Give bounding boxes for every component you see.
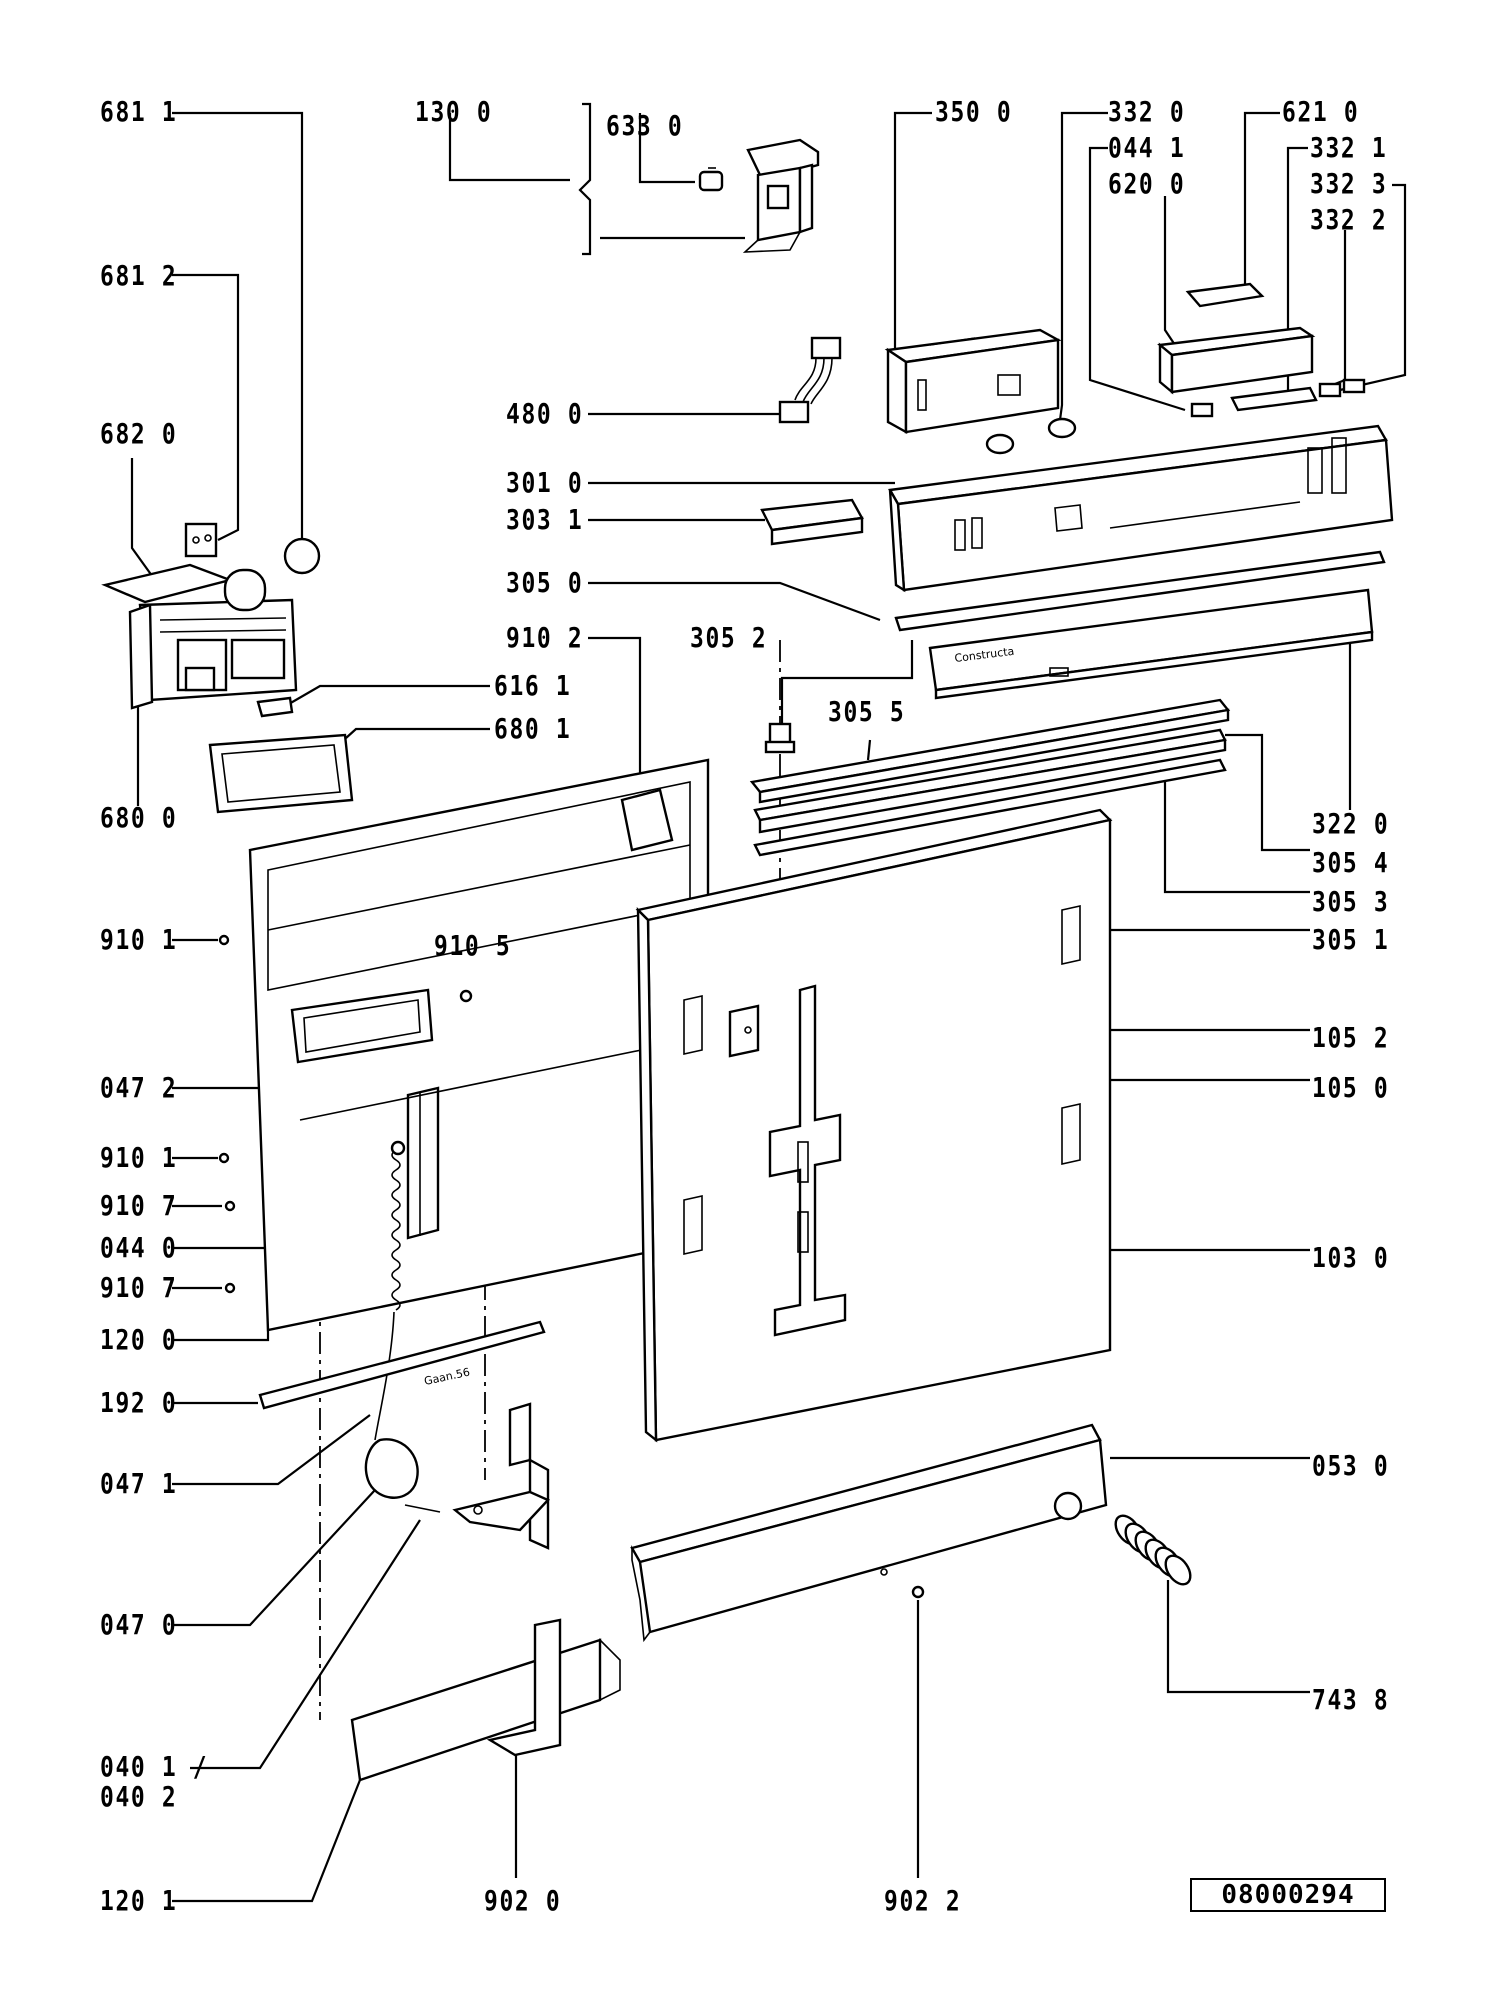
part-305-4-rail: [753, 728, 1227, 834]
label-322-0: 322 0: [1312, 807, 1390, 840]
label-305-2: 305 2: [690, 621, 768, 654]
label-044-0: 044 0: [100, 1231, 178, 1264]
label-120-1: 120 1: [100, 1884, 178, 1917]
label-681-2: 681 2: [100, 259, 178, 292]
part-910-7-screw-lower: [224, 1282, 236, 1294]
label-305-4: 305 4: [1312, 846, 1390, 879]
part-902-2-screw: [911, 1585, 925, 1599]
part-332-1-keycaps: [1230, 386, 1318, 412]
part-040-hinge-bracket: [452, 1402, 551, 1550]
part-332-0-knob: [985, 433, 1015, 455]
label-910-1-lower: 910 1: [100, 1141, 178, 1174]
label-305-3: 305 3: [1312, 885, 1390, 918]
rail-mark: Gaan.56: [423, 1366, 471, 1388]
part-680-1-gasket: [208, 733, 354, 814]
label-910-1: 910 1: [100, 923, 178, 956]
label-902-2: 902 2: [884, 1884, 962, 1917]
label-682-0: 682 0: [100, 417, 178, 450]
part-682-0-dispenser: [101, 563, 298, 710]
label-332-3: 332 3: [1310, 167, 1388, 200]
label-305-1: 305 1: [1312, 923, 1390, 956]
label-305-0: 305 0: [506, 566, 584, 599]
part-910-7-screw: [224, 1200, 236, 1212]
label-332-2: 332 2: [1310, 203, 1388, 236]
label-350-0: 350 0: [935, 95, 1013, 128]
label-681-1: 681 1: [100, 95, 178, 128]
part-044-1-insert: [1190, 402, 1214, 418]
part-053-0-kickplate: [630, 1423, 1108, 1643]
label-680-1: 680 1: [494, 712, 572, 745]
part-305-2-clip: [764, 722, 796, 754]
part-350-0-module: [884, 328, 1062, 435]
label-130-0: 130 0: [415, 95, 493, 128]
label-040-1: 040 1 /: [100, 1750, 209, 1783]
label-680-0: 680 0: [100, 801, 178, 834]
part-910-1-screw: [218, 934, 230, 946]
part-322-0-fascia: Constructa: [928, 588, 1374, 700]
part-303-1-cover: [760, 498, 864, 546]
label-743-8: 743 8: [1312, 1683, 1390, 1716]
label-910-7-lower: 910 7: [100, 1271, 178, 1304]
label-480-0: 480 0: [506, 397, 584, 430]
part-681-2: [184, 522, 218, 558]
part-192-0-rail: Gaan.56: [258, 1320, 546, 1410]
label-305-5: 305 5: [828, 695, 906, 728]
label-044-1: 044 1: [1108, 131, 1186, 164]
part-105-2-latch: [728, 1004, 760, 1058]
label-616-1: 616 1: [494, 669, 572, 702]
part-480-0-harness: [778, 336, 842, 424]
label-332-0: 332 0: [1108, 95, 1186, 128]
part-301-0-control-panel: [888, 424, 1394, 593]
part-616-1: [256, 696, 294, 718]
part-743-8-spring: [1114, 1514, 1192, 1586]
part-332-2-key: [1318, 382, 1342, 398]
label-053-0: 053 0: [1312, 1449, 1390, 1482]
part-103-0-outer-door: [635, 808, 1113, 1443]
part-681-1: [283, 537, 321, 575]
label-105-2: 105 2: [1312, 1021, 1390, 1054]
part-332-3-key: [1342, 378, 1366, 394]
label-103-0: 103 0: [1312, 1241, 1390, 1274]
label-303-1: 303 1: [506, 503, 584, 536]
part-902-0-bracket: [486, 1618, 562, 1757]
part-620-0-switch-block: [1157, 326, 1316, 395]
part-044-0-spring: [374, 1140, 406, 1441]
label-620-0: 620 0: [1108, 167, 1186, 200]
label-301-0: 301 0: [506, 466, 584, 499]
part-910-1-screw-lower: [218, 1152, 230, 1164]
label-910-7: 910 7: [100, 1189, 178, 1222]
label-902-0: 902 0: [484, 1884, 562, 1917]
part-305-5-rail: [749, 698, 1231, 804]
label-910-2: 910 2: [506, 621, 584, 654]
part-621-0-connector: [1185, 282, 1265, 308]
part-120-1-lower-plate: [350, 1638, 621, 1782]
label-192-0: 192 0: [100, 1386, 178, 1419]
document-number-box: 08000294: [1190, 1878, 1386, 1912]
label-047-2: 047 2: [100, 1071, 178, 1104]
part-105-0-lock-plate: [768, 984, 847, 1337]
part-130-0-bracket: [742, 138, 820, 253]
label-910-5: 910 5: [434, 929, 512, 962]
part-633-0-valve: [698, 167, 724, 192]
label-047-0: 047 0: [100, 1608, 178, 1641]
part-044-1-knob: [1047, 417, 1077, 439]
label-332-1: 332 1: [1310, 131, 1388, 164]
label-105-0: 105 0: [1312, 1071, 1390, 1104]
part-305-0-strip: [894, 550, 1386, 632]
label-040-2: 040 2: [100, 1780, 178, 1813]
label-621-0: 621 0: [1282, 95, 1360, 128]
label-120-0: 120 0: [100, 1323, 178, 1356]
part-305-3-rail: [753, 758, 1227, 857]
part-120-0-inner-door: [248, 758, 710, 1332]
label-047-1: 047 1: [100, 1467, 178, 1500]
label-633-0: 633 0: [606, 109, 684, 142]
part-047-0-pulley: [364, 1438, 441, 1513]
